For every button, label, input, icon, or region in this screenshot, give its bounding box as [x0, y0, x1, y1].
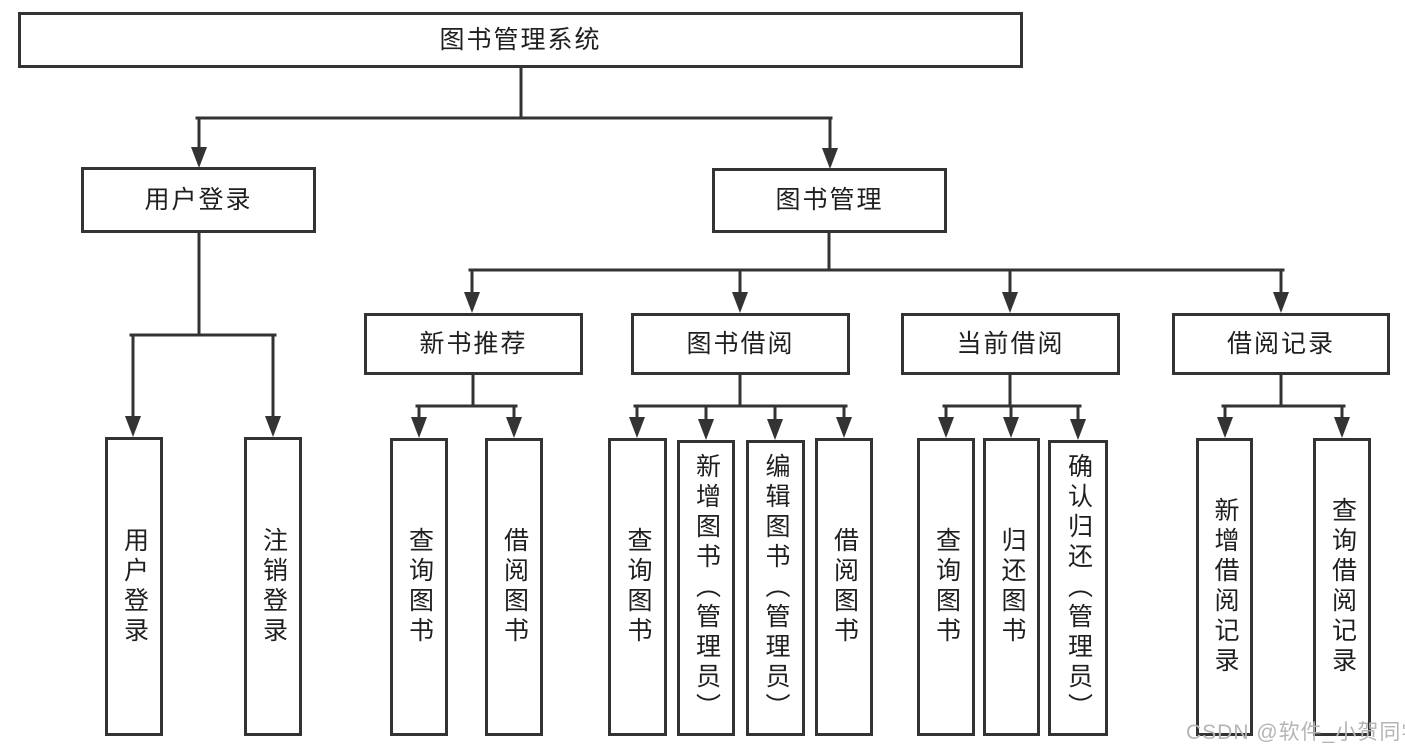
node-current-confirm-return-admin: 确认归还（管理员） — [1048, 440, 1108, 736]
node-logout: 注销登录 — [244, 437, 302, 736]
node-recommend-borrow-books: 借阅图书 — [485, 438, 543, 736]
node-book-borrowing: 图书借阅 — [631, 313, 850, 375]
node-borrowing-records: 借阅记录 — [1172, 313, 1390, 375]
node-borrowing-add-books-admin: 新增图书（管理员） — [677, 440, 735, 736]
node-current-search-books: 查询图书 — [917, 438, 975, 736]
node-current-borrowing: 当前借阅 — [901, 313, 1120, 375]
tree-edges — [129, 66, 1346, 424]
node-borrowing-edit-books-admin: 编辑图书（管理员） — [746, 440, 805, 736]
node-records-add-record: 新增借阅记录 — [1196, 438, 1253, 736]
arrowheads — [125, 147, 1350, 440]
node-user-login-leaf: 用户登录 — [105, 437, 163, 736]
node-library-management-system: 图书管理系统 — [18, 12, 1023, 68]
node-new-book-recommendation: 新书推荐 — [364, 313, 583, 375]
node-current-return-books: 归还图书 — [983, 438, 1040, 736]
node-user-login: 用户登录 — [81, 167, 316, 233]
node-borrowing-search-books: 查询图书 — [608, 438, 667, 736]
node-recommend-search-books: 查询图书 — [390, 438, 448, 736]
node-records-search-record: 查询借阅记录 — [1313, 438, 1371, 736]
node-book-management: 图书管理 — [712, 168, 947, 233]
node-borrowing-borrow-books: 借阅图书 — [815, 438, 873, 736]
csdn-watermark: CSDN @软件_小贺同学 — [1186, 721, 1405, 744]
